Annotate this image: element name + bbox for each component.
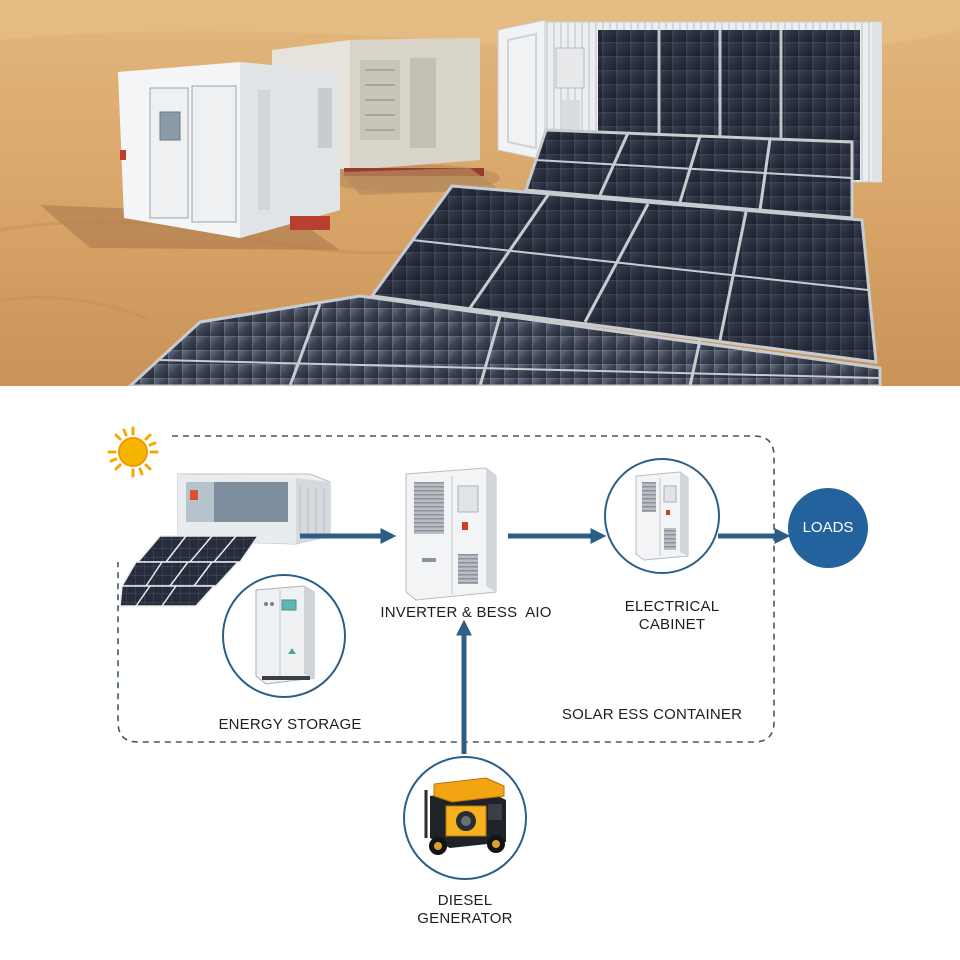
diesel-generator-label-line1: DIESEL (437, 892, 493, 909)
solar-ess-container-label: SOLAR ESS CONTAINER (561, 706, 743, 723)
energy-storage-icon (255, 585, 315, 685)
loads-label: LOADS (802, 519, 854, 536)
photo-bess-container (118, 62, 340, 238)
diesel-generator-label-line2: GENERATOR (417, 910, 513, 927)
inverter-bess-label: INVERTER & BESS AIO (380, 604, 552, 621)
loads-circle (788, 488, 868, 568)
photo-solar-panels (127, 128, 882, 386)
electrical-cabinet-label-line1: ELECTRICAL (624, 598, 720, 615)
sun-icon (107, 426, 159, 478)
diesel-generator-icon (424, 777, 506, 855)
energy-storage-label: ENERGY STORAGE (218, 716, 362, 733)
site-photo-illustration (0, 0, 960, 386)
electrical-cabinet-label-line2: CABINET (638, 616, 706, 633)
electrical-cabinet-icon (635, 471, 689, 561)
inverter-bess-icon (405, 467, 497, 601)
diagram-graphics (107, 426, 868, 880)
solar-container-icon (119, 473, 331, 607)
system-diagram: INVERTER & BESS AIO ELECTRICAL CABINET L… (0, 386, 960, 960)
solar-ess-container-border (117, 435, 775, 743)
site-photo (0, 0, 960, 386)
